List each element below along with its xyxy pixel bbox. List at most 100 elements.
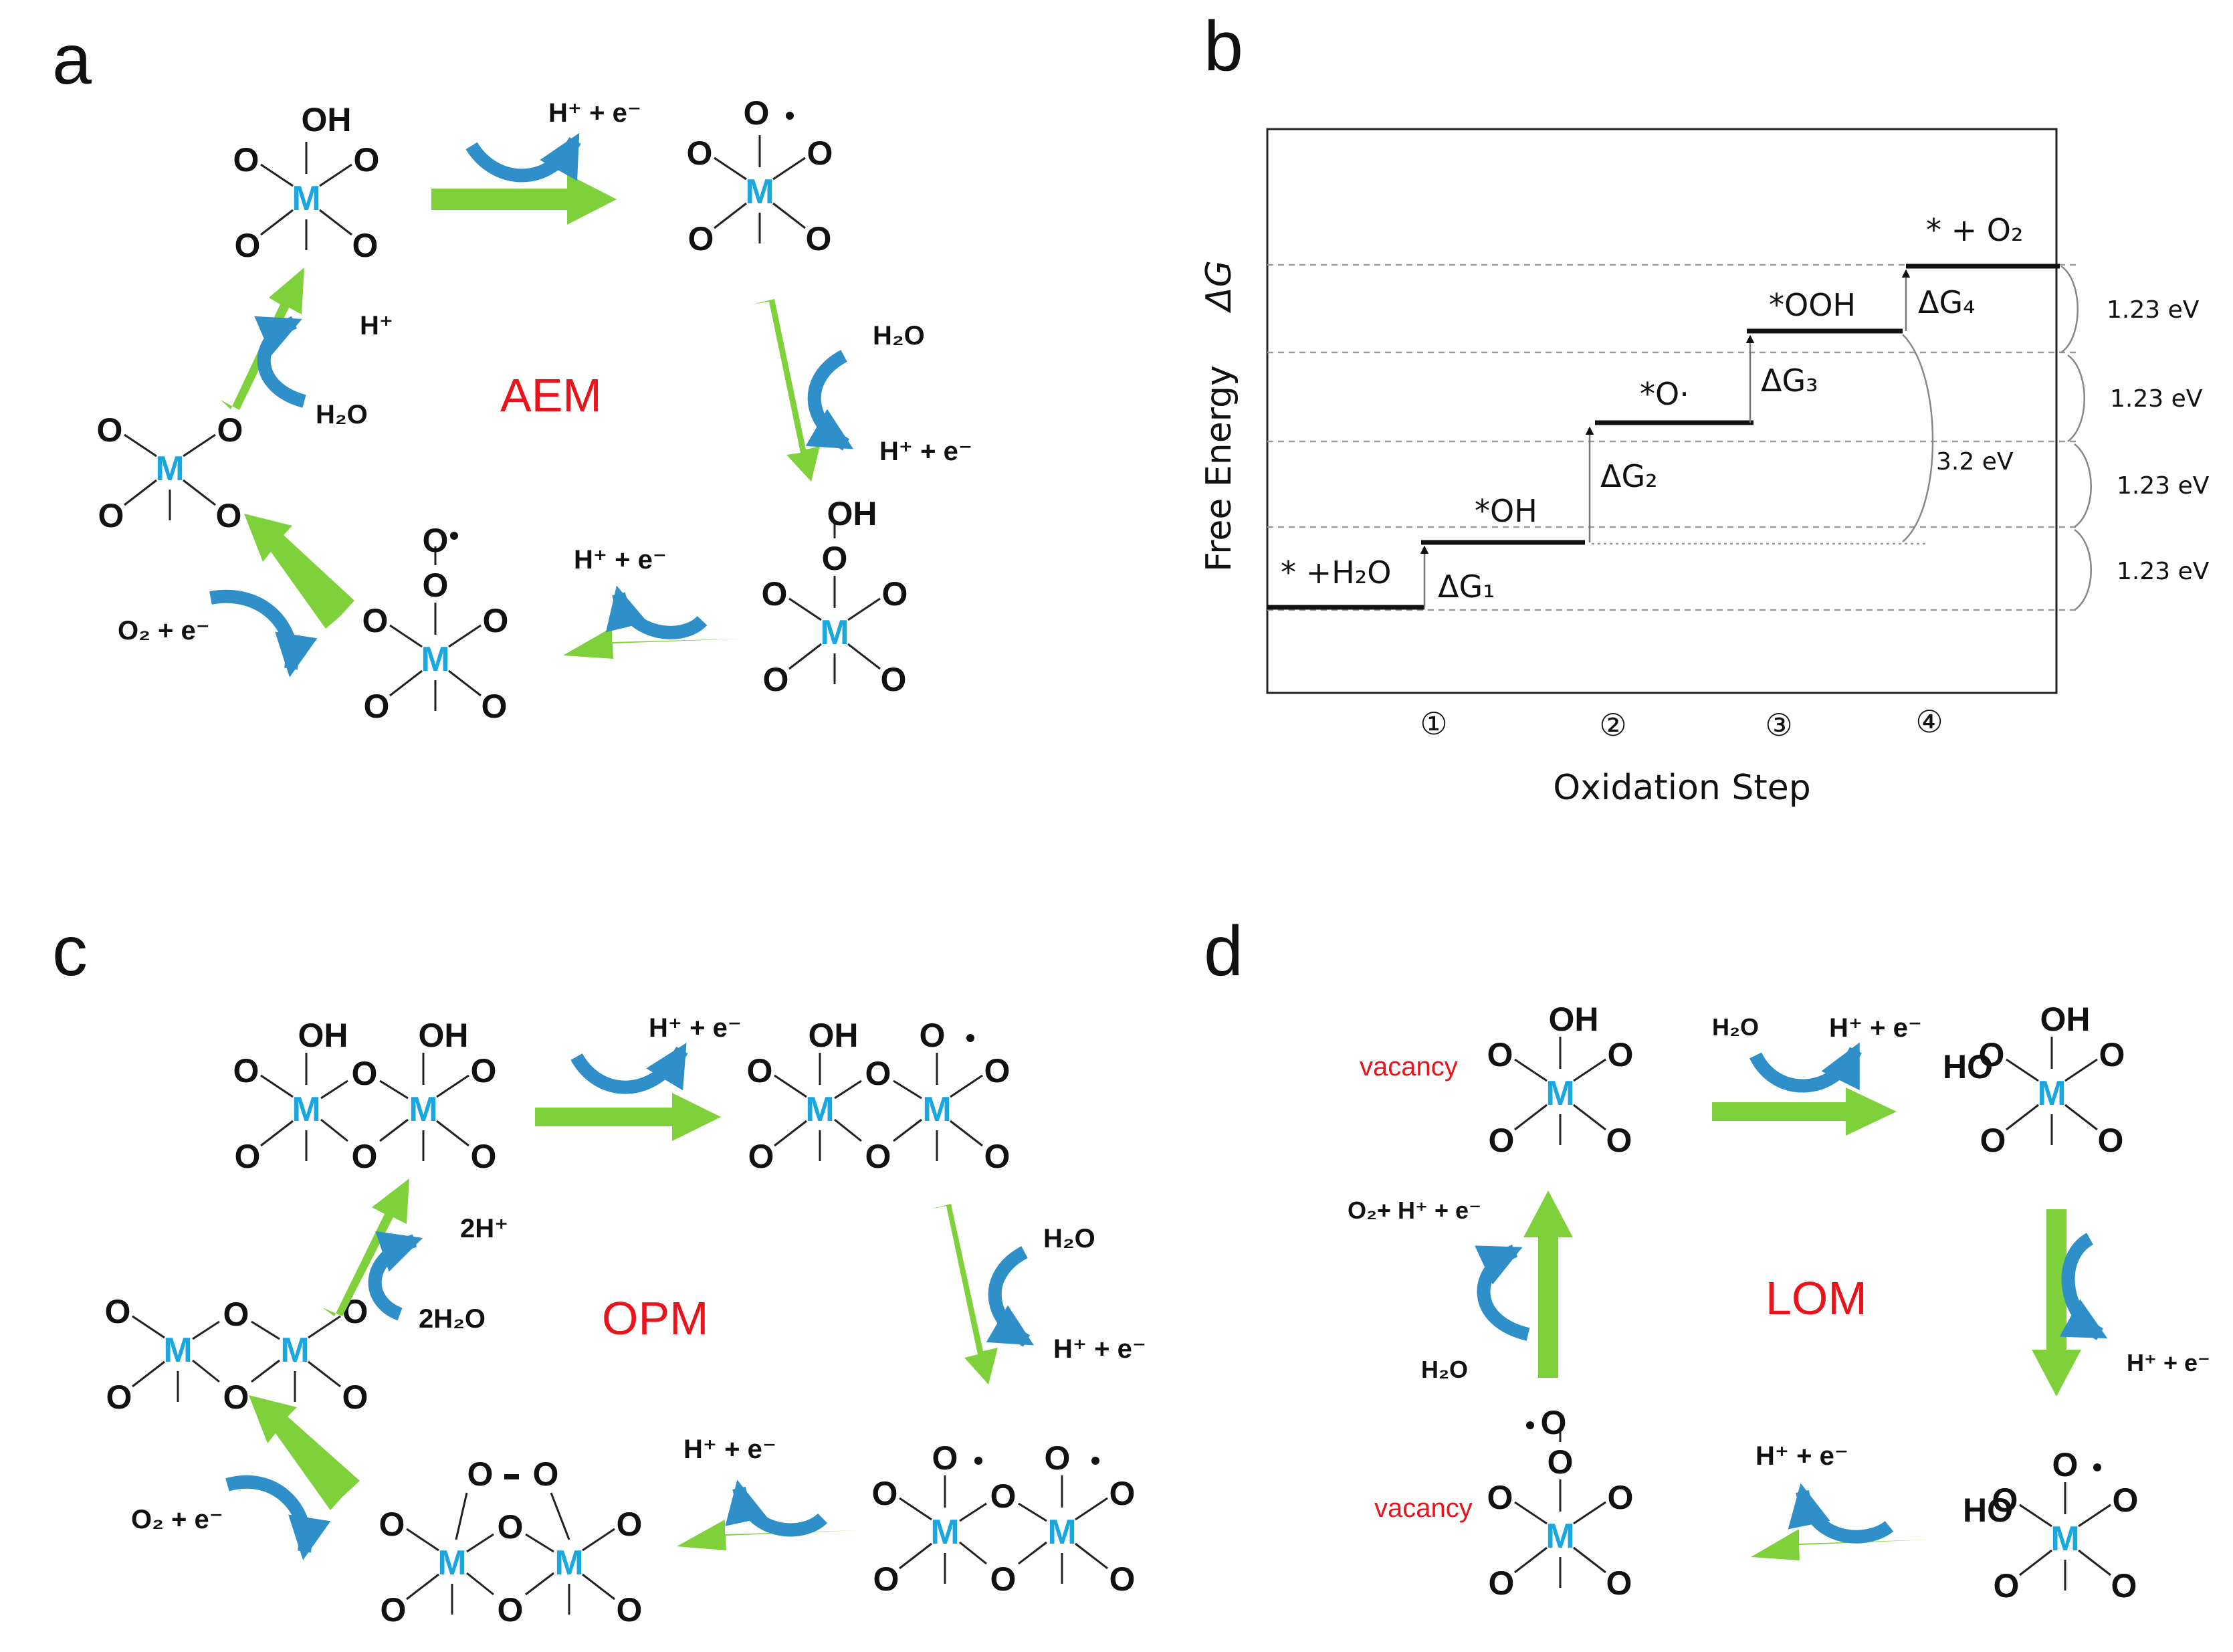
level-label-ooh: *OOH xyxy=(1769,287,1856,323)
curve-d-bottom xyxy=(1788,1483,1894,1544)
molecule-m-oo-radical: O O xyxy=(361,522,510,726)
svg-text:O: O xyxy=(744,94,770,132)
vacancy-label-bottom: vacancy xyxy=(1374,1493,1473,1523)
svg-text:O: O xyxy=(2052,1446,2079,1483)
svg-text:OH: OH xyxy=(1549,1001,1599,1038)
molecule-d-vacancy-oh: OH xyxy=(1486,1001,1634,1160)
arrow-a-right xyxy=(752,299,820,482)
arrow-c-right xyxy=(930,1204,998,1384)
svg-text:OH: OH xyxy=(302,101,352,138)
step-tick-1: ① xyxy=(1420,706,1447,742)
molecule-m-ooh: O OH xyxy=(760,495,909,700)
molecule-mm-peroxo: O O xyxy=(378,1455,643,1630)
panel-letter-a: a xyxy=(52,20,92,99)
arrow-a-bottom-left xyxy=(244,514,354,629)
level-label-oh: *OH xyxy=(1475,493,1537,529)
svg-text:O: O xyxy=(423,566,449,604)
bracket-label-3: 1.23 eV xyxy=(2117,472,2210,500)
curve-c-bottom xyxy=(725,1479,828,1537)
label-a-h-e-bottom: H⁺ + e⁻ xyxy=(574,545,667,575)
svg-text:OH: OH xyxy=(2040,1001,2091,1038)
molecule-mm-oh-o: OH O xyxy=(746,1017,1011,1176)
molecule-m-bare xyxy=(96,410,244,536)
arrow-a-left xyxy=(221,268,304,410)
svg-text:O: O xyxy=(920,1017,946,1054)
label-c-h-e-top: H⁺ + e⁻ xyxy=(649,1013,742,1043)
arrow-a-bottom xyxy=(563,627,741,659)
y-axis-delta-g: ΔG xyxy=(1199,260,1239,314)
label-d-o2-h-e: O₂+ H⁺ + e⁻ xyxy=(1348,1197,1481,1224)
panel-letter-b: b xyxy=(1204,7,1243,86)
arrow-d-bottom xyxy=(1751,1529,1929,1560)
arrow-a-top xyxy=(431,174,617,225)
svg-text:O: O xyxy=(467,1455,494,1493)
arrow-c-bottom xyxy=(677,1520,859,1550)
label-c-o2-e: O₂ + e⁻ xyxy=(131,1505,223,1534)
label-a-h2o-left: H₂O xyxy=(316,400,368,429)
arrow-d-left xyxy=(1523,1191,1573,1378)
molecule-m-oh: OH xyxy=(232,101,381,266)
level-label-o2: * + O₂ xyxy=(1926,212,2023,248)
svg-text:O: O xyxy=(1045,1439,1071,1477)
curve-d-top xyxy=(1749,1042,1862,1093)
step-tick-3: ③ xyxy=(1765,707,1792,743)
svg-text:OH: OH xyxy=(809,1017,859,1054)
x-axis-label: Oxidation Step xyxy=(1553,768,1811,808)
brackets-1-23ev xyxy=(2060,265,2092,611)
svg-text:O: O xyxy=(822,540,848,577)
total-energy-label: 3.2 eV xyxy=(1936,448,2014,476)
label-a-h-plus: H⁺ xyxy=(360,311,393,340)
ho-label-bottom: HO xyxy=(1963,1491,2013,1529)
bracket-3-2ev xyxy=(1902,334,1934,542)
panel-d: d LOM OH vacancy OH HO O HO O O vacancy xyxy=(1204,912,2210,1606)
level-label-h2o: * +H₂O xyxy=(1281,554,1391,591)
label-d-h-e-bottom: H⁺ + e⁻ xyxy=(1756,1441,1848,1471)
curve-a-right xyxy=(805,350,854,451)
svg-text:OH: OH xyxy=(827,495,877,532)
delta-g4: ΔG₄ xyxy=(1918,284,1976,320)
step-tick-2: ② xyxy=(1599,707,1626,743)
molecule-m-o-radical: O xyxy=(685,94,834,259)
curve-a-left-bottom xyxy=(209,589,318,678)
label-a-o2-e: O₂ + e⁻ xyxy=(118,616,210,645)
energy-levels xyxy=(1267,264,2060,610)
bracket-label-2: 1.23 eV xyxy=(2110,385,2203,413)
molecule-d-vacancy-oo: O O xyxy=(1486,1404,1634,1603)
label-c-h-e-bottom: H⁺ + e⁻ xyxy=(683,1435,776,1464)
svg-text:O: O xyxy=(1548,1443,1574,1481)
step-arrows xyxy=(1420,269,1911,607)
label-a-h-e-right: H⁺ + e⁻ xyxy=(879,437,972,466)
curve-a-bottom xyxy=(606,585,708,639)
level-label-o: *O· xyxy=(1640,376,1689,412)
delta-g2: ΔG₂ xyxy=(1600,458,1658,494)
step-tick-4: ④ xyxy=(1915,704,1943,740)
curve-c-left-bottom xyxy=(225,1475,331,1560)
arrow-c-top xyxy=(535,1093,721,1141)
curve-d-right xyxy=(2059,1233,2108,1340)
molecule-mm-oh-oh: OH OH xyxy=(232,1017,498,1176)
label-c-h-plus: 2H⁺ xyxy=(460,1214,508,1243)
panel-c: c OPM OH OH OH O O O O O xyxy=(52,912,1146,1630)
label-d-h2o-top: H₂O xyxy=(1712,1013,1759,1041)
label-d-h-e-top: H⁺ + e⁻ xyxy=(1829,1013,1922,1043)
vacancy-label-top: vacancy xyxy=(1360,1052,1458,1081)
svg-text:O: O xyxy=(423,522,449,559)
panel-letter-d: d xyxy=(1204,912,1243,991)
label-d-h2o-left: H₂O xyxy=(1421,1356,1468,1383)
label-c-h-e-right: H⁺ + e⁻ xyxy=(1053,1334,1146,1364)
mechanism-label-aem: AEM xyxy=(500,369,602,421)
curve-a-top xyxy=(465,132,581,183)
curve-c-right xyxy=(986,1246,1035,1347)
svg-text:O: O xyxy=(1541,1404,1567,1441)
mechanism-label-opm: OPM xyxy=(602,1292,708,1344)
label-c-h2o-left: 2H₂O xyxy=(419,1304,486,1334)
molecule-d-ho-oh: OH xyxy=(1978,1001,2126,1160)
arrow-d-top xyxy=(1712,1088,1897,1136)
label-d-h-e-right: H⁺ + e⁻ xyxy=(2127,1349,2210,1376)
molecule-mm-o-o: O O xyxy=(871,1439,1136,1599)
bracket-label-4: 1.23 eV xyxy=(2117,558,2210,585)
delta-g3: ΔG₃ xyxy=(1761,363,1818,399)
curve-c-top xyxy=(570,1043,688,1094)
svg-text:OH: OH xyxy=(298,1017,348,1054)
